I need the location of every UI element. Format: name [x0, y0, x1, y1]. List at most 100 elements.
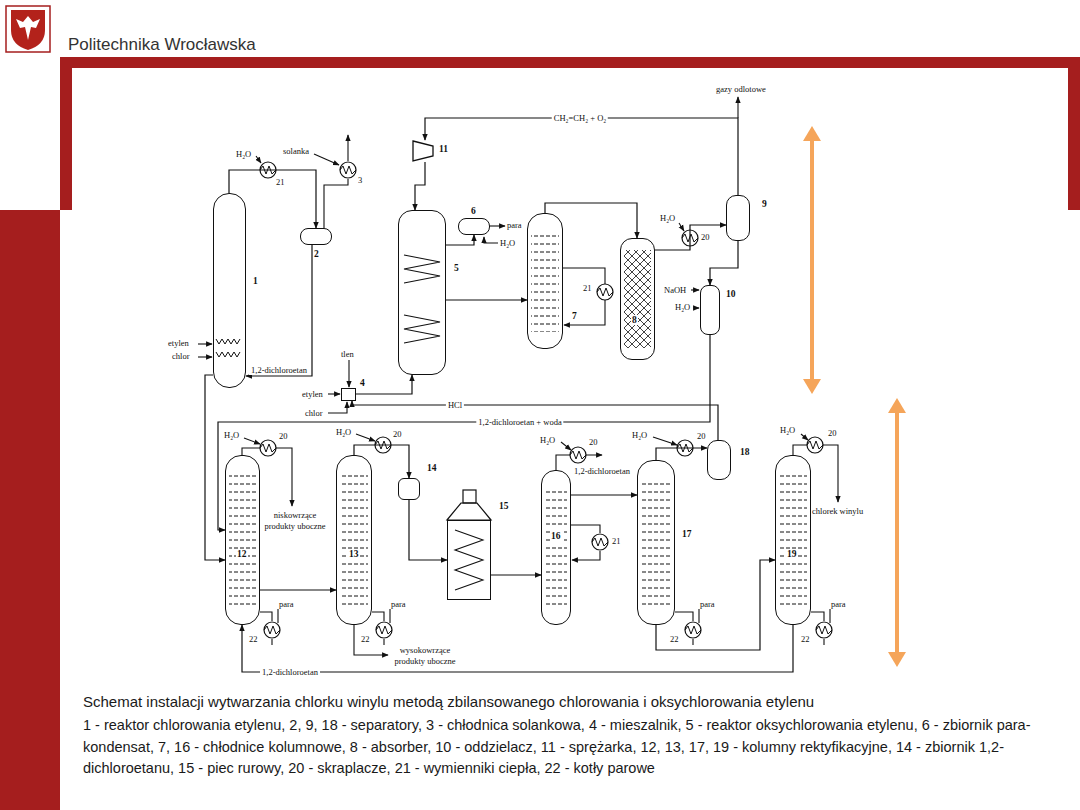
diagram-label: 20 [701, 232, 710, 242]
reboiler [685, 622, 701, 638]
logo-shield [11, 10, 45, 50]
process-stream [242, 625, 793, 672]
water-line [244, 438, 260, 444]
separator-drum: 2 [300, 228, 332, 245]
diagram-label: 20 [828, 428, 837, 438]
diagram-label: 21 [276, 177, 285, 187]
steam-drum: 6 [458, 218, 490, 235]
diagram-label: 20 [393, 429, 402, 439]
process-stream [409, 500, 447, 560]
condenser [570, 447, 586, 463]
process-stream [655, 225, 726, 250]
equipment-number: 13 [348, 549, 360, 559]
process-stream [446, 235, 474, 245]
column-trays [229, 472, 256, 608]
water-line [653, 437, 677, 445]
process-stream [491, 574, 541, 575]
diagram-label: 22 [670, 634, 679, 644]
diagram-label: 20 [279, 431, 288, 441]
logo-eagle [16, 16, 40, 40]
equipment-number: 8 [631, 315, 638, 325]
cooling-column: 16 [541, 470, 571, 625]
separator-vessel: 10 [700, 285, 720, 335]
compressor: 11 [412, 140, 434, 162]
diagram-label: H₂O [540, 435, 555, 445]
process-stream [545, 203, 637, 238]
process-stream [425, 118, 738, 195]
diagram-label: 22 [801, 634, 810, 644]
diagram-label: H₂O [675, 302, 690, 312]
water-line [484, 237, 498, 243]
diagram-label: H₂O [236, 149, 251, 159]
rectification-column: 19 [775, 455, 811, 625]
vent-line [737, 97, 738, 118]
process-stream [571, 494, 637, 495]
diagram-label: para [279, 599, 294, 609]
diagram-label: para [391, 599, 406, 609]
diagram-label: H₂O [224, 430, 239, 440]
overhead-line [242, 448, 292, 506]
stream-label: CH₂=CH₂ + O₂ [552, 113, 608, 123]
orange-arrow-head [803, 126, 821, 141]
equipment-number: 6 [470, 206, 477, 216]
side-band [0, 210, 60, 810]
diagram-label: NaOH [664, 285, 686, 295]
diagram-label: 3 [358, 175, 362, 185]
stream-label: 1,2-dichloroetan + woda [476, 417, 563, 427]
water-line [256, 156, 261, 163]
diagram-label: niskowrzące produkty uboczne [262, 510, 328, 532]
diagram-label: H₂O [780, 425, 795, 435]
header-bar [60, 57, 1080, 68]
diagram-label: wysokowrzące produkty uboczne [392, 645, 458, 667]
orange-arrow-head [803, 379, 821, 394]
water-line [801, 434, 808, 440]
storage-tank: 14 [398, 478, 420, 500]
rectification-column: 12 [225, 455, 260, 625]
compressor-outline [412, 140, 434, 162]
separator-vessel: 18 [707, 440, 731, 480]
cooling-coil [404, 255, 440, 343]
equipment-number: 12 [236, 549, 248, 559]
feed-line [198, 356, 212, 357]
equipment-number: 15 [498, 501, 510, 511]
diagram-label: H₂O [660, 213, 675, 223]
column-trays [531, 230, 559, 332]
caustic-line [691, 289, 699, 290]
equipment-number: 11 [438, 144, 449, 154]
column-trays [340, 472, 368, 608]
diagram-label: H₂O [500, 238, 515, 248]
reboiler [816, 622, 832, 638]
equipment-number: 4 [359, 378, 366, 388]
diagram-label: 21 [583, 283, 592, 293]
diagram-label: H₂O [632, 430, 647, 440]
process-stream [205, 375, 225, 560]
diagram-label: solanka [283, 146, 309, 156]
equipment-number: 7 [571, 311, 578, 321]
process-stream [229, 170, 316, 228]
condenser [260, 440, 276, 456]
water-line [679, 223, 684, 231]
equipment-number: 14 [426, 463, 438, 473]
diagram-label: gazy odlotowe [716, 84, 766, 94]
vapour-line [324, 179, 348, 228]
diagram-label: etylen [302, 389, 323, 399]
stream-label: HCl [446, 400, 464, 410]
figure-caption: Schemat instalacji wytwarzania chlorku w… [83, 692, 1043, 712]
diagram-label: chlor [305, 408, 322, 418]
absorber-packing [624, 250, 651, 348]
diagram-label: H₂O [336, 427, 351, 437]
process-stream [356, 375, 412, 394]
steam-line [490, 225, 505, 226]
process-stream [710, 241, 738, 285]
process-stream [415, 162, 425, 210]
diagram-label: 1,2-dichloroetan [574, 466, 630, 476]
diagram-label: chlorek winylu [812, 506, 863, 516]
gas-sparger [216, 339, 240, 357]
reboiler [264, 622, 280, 638]
diagram-label: para [831, 599, 846, 609]
furnace-hood [447, 503, 491, 520]
diagram-label: 22 [249, 634, 258, 644]
water-line [694, 307, 699, 308]
logo-frame [6, 6, 50, 52]
heat-exchanger [592, 534, 608, 550]
